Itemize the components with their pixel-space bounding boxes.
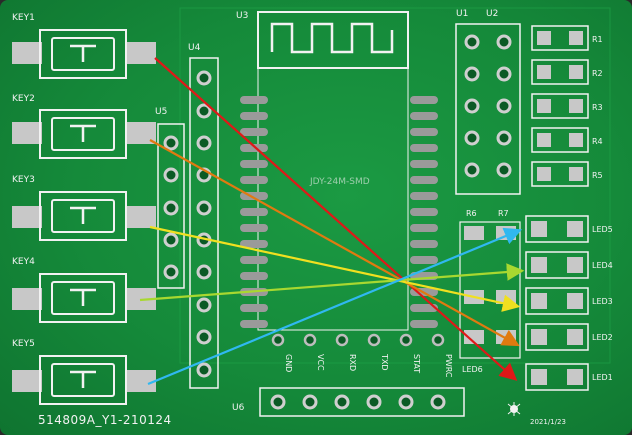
header-u1-u2: U1 U2 — [455, 9, 521, 195]
arrow-blue — [147, 227, 523, 386]
bug-icon — [507, 402, 521, 416]
header-u6: U6 — [232, 387, 465, 417]
pin-labels: GND VCC RXD TXD STAT PWRC — [284, 353, 453, 378]
key-5: KEY5 — [12, 339, 156, 405]
board-id: 514809A_Y1-210124 — [38, 413, 172, 427]
u5-label: U5 — [155, 107, 167, 117]
key-5-label: KEY5 — [12, 339, 35, 349]
r2-label: R2 — [592, 69, 603, 78]
arrow-green — [139, 263, 525, 302]
arrow-orange — [149, 139, 520, 347]
r4-label: R4 — [592, 137, 603, 146]
key-2: KEY2 — [12, 94, 156, 159]
pin-label-stat: STAT — [412, 354, 421, 373]
board-date: 2021/1/23 — [530, 418, 566, 426]
header-u4: U4 — [188, 43, 219, 389]
led5-label: LED5 — [592, 225, 613, 234]
key-4: KEY4 — [12, 257, 156, 323]
u1-label: U1 — [456, 9, 468, 19]
key-2-label: KEY2 — [12, 94, 35, 104]
annotation-arrows — [139, 57, 525, 386]
r5-label: R5 — [592, 171, 603, 180]
r7-label: R7 — [498, 209, 509, 218]
key-1: KEY1 — [12, 13, 156, 79]
key-3: KEY3 — [12, 175, 156, 241]
resistors: R1 R2 R3 R4 R5 — [531, 25, 603, 187]
pin-label-pwrc: PWRC — [444, 354, 453, 378]
r3-label: R3 — [592, 103, 603, 112]
key-3-label: KEY3 — [12, 175, 35, 185]
r6-label: R6 — [466, 209, 477, 218]
key-1-label: KEY1 — [12, 13, 35, 23]
u3-label: U3 — [236, 11, 248, 21]
pin-label-txd: TXD — [380, 353, 389, 371]
r1-label: R1 — [592, 35, 603, 44]
module-name: JDY-24M-SMD — [309, 177, 370, 187]
arrow-red — [154, 57, 518, 381]
u2-label: U2 — [486, 9, 498, 19]
leds: LED5 LED4 LED3 LED2 LED1 — [525, 215, 613, 391]
led6-label: LED6 — [462, 365, 483, 374]
pin-label-rxd: RXD — [348, 354, 357, 371]
module-u3: U3 JDY-24M-SMD — [236, 11, 445, 347]
key-4-label: KEY4 — [12, 257, 35, 267]
arrow-yellow — [149, 225, 521, 312]
led2-label: LED2 — [592, 333, 613, 342]
pin-label-gnd: GND — [284, 354, 293, 372]
led4-label: LED4 — [592, 261, 613, 270]
led3-label: LED3 — [592, 297, 613, 306]
u4-label: U4 — [188, 43, 201, 53]
u6-label: U6 — [232, 403, 245, 413]
pin-label-vcc: VCC — [316, 354, 325, 371]
header-u5: U5 — [155, 107, 185, 289]
led1-label: LED1 — [592, 373, 613, 382]
